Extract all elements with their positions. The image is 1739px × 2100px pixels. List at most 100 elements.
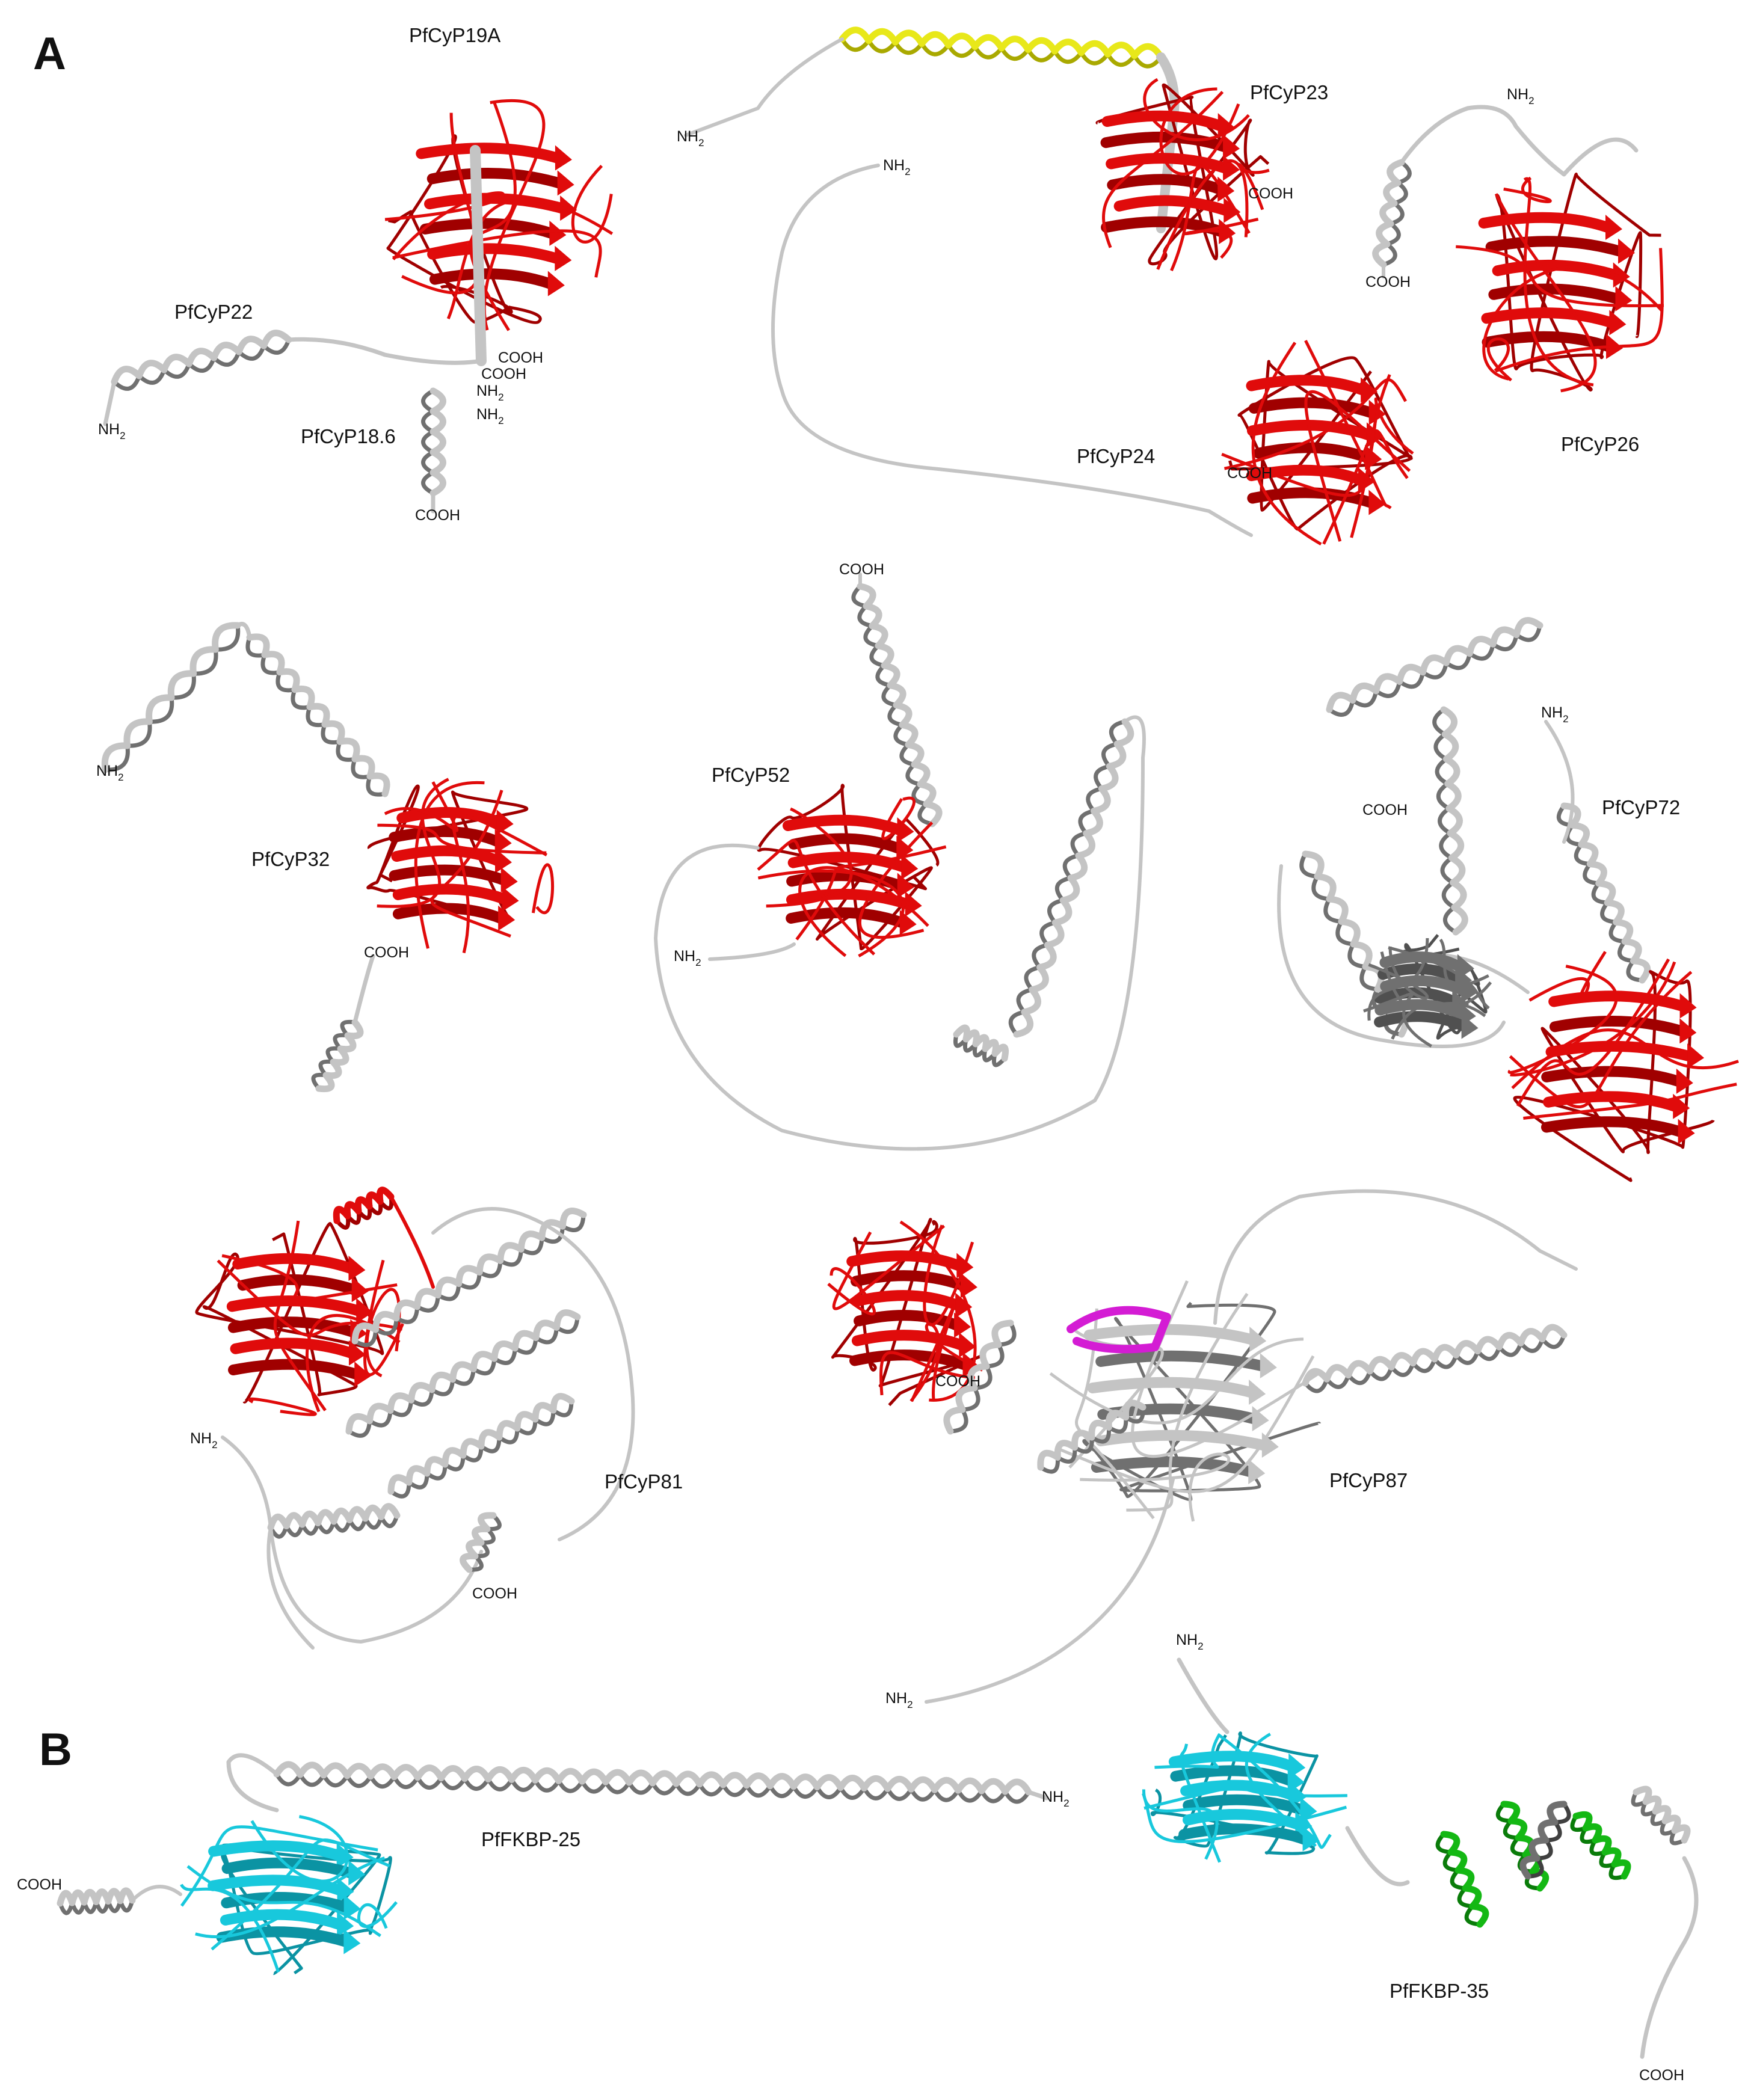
helix-turn-front	[1388, 1352, 1417, 1371]
helix-turn-back	[551, 1399, 574, 1417]
c-terminus-label: COOH	[415, 507, 460, 524]
helix-turn-back	[979, 1788, 1008, 1804]
strand-arrowhead	[1260, 1353, 1277, 1378]
helix-turn-back	[1617, 939, 1636, 963]
helix-turn-back	[603, 1779, 632, 1795]
strand-arrowhead	[354, 1362, 372, 1387]
c-terminus-label: COOH	[364, 944, 409, 961]
helix-turn-back	[479, 1435, 502, 1454]
helix-turn-back	[1062, 853, 1081, 880]
loop-trace	[221, 1843, 392, 1976]
helix-turn-front	[1448, 855, 1466, 886]
helix-turn-back	[1325, 1373, 1351, 1389]
helix-turn-front	[1469, 1903, 1489, 1928]
helix-turn-back	[1368, 1365, 1394, 1381]
helix-turn-back	[1444, 651, 1472, 671]
helix-turn-back	[899, 742, 917, 767]
strand-arrowhead	[560, 195, 577, 221]
loop	[1503, 176, 1552, 203]
label-pffkbp-25: PfFKBP-25	[481, 1828, 580, 1850]
loop	[452, 814, 548, 954]
helix-turn-back	[1070, 831, 1089, 858]
helix-turn-front	[1349, 682, 1380, 704]
loop	[430, 790, 511, 938]
beta-strand	[392, 883, 511, 905]
c-terminus-label: COOH	[935, 1373, 980, 1390]
strand-arrowhead	[348, 1860, 366, 1886]
n-terminus-label: NH2	[677, 128, 704, 149]
loop	[923, 1224, 974, 1327]
loop	[305, 1313, 401, 1413]
helix-turn-back	[409, 1387, 434, 1407]
helix-turn-back	[540, 1224, 565, 1244]
helix-turn-back	[486, 1776, 514, 1791]
beta-strand	[392, 903, 508, 924]
helix-turn-back	[392, 1775, 420, 1790]
domain-fold	[757, 784, 947, 958]
strand-arrowhead	[901, 854, 919, 880]
gray-domain-fold	[1049, 1280, 1321, 1522]
helix-turn-front	[390, 1764, 421, 1781]
helix	[1326, 617, 1544, 717]
panel-label-a: A	[33, 28, 66, 79]
helix-turn-back	[1024, 965, 1042, 992]
n-terminus-label: NH2	[476, 382, 504, 403]
helix-turn-front	[1075, 830, 1095, 859]
helix	[267, 1503, 401, 1539]
helix-turn-back	[1438, 806, 1453, 836]
helix-turn-back	[1335, 920, 1356, 947]
helix-turn-back	[191, 647, 218, 676]
helix-turn-front	[1444, 780, 1462, 812]
helix-turn-front	[1440, 706, 1457, 738]
beta-strand	[1107, 174, 1227, 195]
c-terminus-label: COOH	[839, 561, 884, 578]
helix-turn-back	[1359, 965, 1380, 992]
helix	[273, 1761, 1032, 1804]
helix-turn-front	[212, 622, 241, 653]
label-pfcyp72: PfCyP72	[1602, 796, 1680, 818]
helix-turn-front	[297, 1761, 327, 1779]
helix-turn-back	[245, 635, 267, 658]
label-pfcyp23: PfCyP23	[1250, 81, 1328, 103]
loop	[832, 1224, 946, 1310]
loop	[357, 1901, 398, 1929]
label-pffkbp-35: PfFKBP-35	[1390, 1980, 1489, 2002]
loop	[1456, 245, 1664, 307]
beta-strand	[429, 268, 557, 290]
helix-turn-front	[135, 360, 168, 379]
loop	[384, 781, 459, 832]
c-terminus-label: COOH	[498, 349, 543, 366]
helix-turn-back	[519, 1235, 544, 1256]
helix-turn-front	[414, 1288, 442, 1310]
helix-turn-back	[627, 1780, 655, 1795]
helix-turn-front	[602, 1769, 633, 1786]
helix-turn-back	[321, 722, 342, 745]
helix-turn-back	[498, 1247, 523, 1267]
helix-turn-back	[1608, 920, 1627, 944]
loop	[1142, 1793, 1347, 1843]
beta-strand	[237, 1274, 361, 1296]
beta-strand	[416, 143, 564, 164]
beta-strand	[1548, 990, 1689, 1012]
helix-turn-back	[1038, 1455, 1060, 1474]
helix-turn-back	[534, 1325, 559, 1345]
helix-turn-front	[1611, 1859, 1631, 1880]
strand-arrowhead	[494, 848, 512, 874]
helix-turn-back	[345, 1773, 373, 1788]
loop	[1142, 1789, 1219, 1860]
beta-strand	[208, 1840, 346, 1862]
beta-strand	[1380, 975, 1471, 997]
helix-turn-front	[429, 449, 446, 476]
helix-turn-front	[235, 336, 268, 355]
n-terminus-label: NH2	[98, 421, 126, 441]
loop	[798, 866, 929, 957]
loop	[1184, 217, 1259, 259]
helix-turn-back	[1450, 1868, 1468, 1891]
loop	[1251, 342, 1322, 546]
helix-turn-front	[1373, 673, 1403, 695]
strand-arrowhead	[557, 170, 574, 196]
helix-turn-front	[559, 1208, 587, 1230]
loop	[363, 1259, 404, 1377]
helix-turn-front	[429, 408, 446, 435]
strand-arrowhead	[348, 1340, 366, 1366]
